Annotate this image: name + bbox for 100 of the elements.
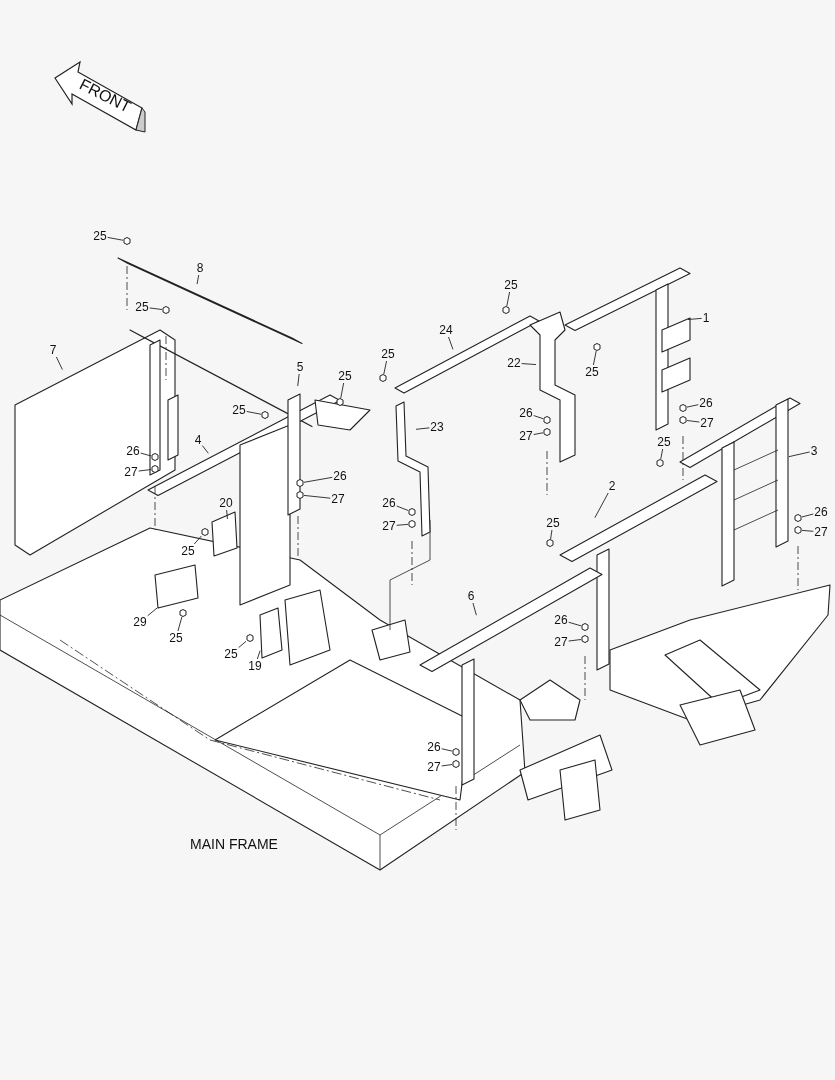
leader-line: [506, 291, 511, 307]
leader-line: [297, 373, 300, 387]
callout-number: 25: [503, 278, 519, 292]
callout-number: 26: [518, 406, 534, 420]
callout-number: 27: [813, 525, 829, 539]
callout-number: 19: [247, 659, 263, 673]
leader-line: [201, 445, 209, 454]
bolt-icon: [546, 539, 554, 547]
callout-number: 23: [429, 420, 445, 434]
bolt-icon: [336, 398, 344, 406]
leader-line: [801, 529, 814, 532]
callout-number: 27: [426, 760, 442, 774]
leader-line: [441, 748, 453, 752]
callout-number: 25: [92, 229, 108, 243]
bolt-icon: [408, 508, 416, 516]
leader-line: [246, 411, 262, 415]
leader-line: [568, 621, 582, 627]
callout-number: 20: [218, 496, 234, 510]
leader-line: [568, 639, 582, 642]
leader-line: [383, 360, 387, 375]
bolt-icon: [593, 343, 601, 351]
callout-number: 25: [584, 365, 600, 379]
bolt-icon: [794, 526, 802, 534]
bolt-icon: [581, 635, 589, 643]
callout-number: 22: [506, 356, 522, 370]
bolt-icon: [151, 453, 159, 461]
callout-number: 27: [123, 465, 139, 479]
leader-line: [441, 764, 453, 767]
leader-line: [533, 415, 544, 420]
callout-number: 25: [180, 544, 196, 558]
leader-line: [686, 420, 700, 423]
bolt-icon: [201, 528, 209, 536]
leader-line: [472, 602, 477, 616]
bolt-icon: [656, 459, 664, 467]
callout-number: 26: [332, 469, 348, 483]
callout-number: 26: [813, 505, 829, 519]
callout-number: 24: [438, 323, 454, 337]
bolt-icon: [296, 479, 304, 487]
callout-number: 27: [381, 519, 397, 533]
leader-line: [196, 274, 200, 285]
bolt-icon: [379, 374, 387, 382]
leader-line: [340, 382, 345, 399]
callout-number: 26: [125, 444, 141, 458]
leader-line: [415, 427, 430, 430]
callout-number: 26: [426, 740, 442, 754]
leader-line: [303, 476, 333, 483]
callout-number: 25: [223, 647, 239, 661]
callout-number: 5: [295, 360, 305, 374]
callout-number: 4: [193, 433, 203, 447]
leader-line: [107, 236, 124, 241]
callout-number: 26: [553, 613, 569, 627]
callout-number: 25: [134, 300, 150, 314]
leader-line: [140, 452, 152, 457]
bolt-icon: [123, 237, 131, 245]
bolt-icon: [261, 411, 269, 419]
leader-line: [177, 616, 183, 632]
leader-line: [533, 432, 544, 435]
part-label: MAIN FRAME: [190, 837, 278, 851]
callout-number: 27: [553, 635, 569, 649]
callout-number: 8: [195, 261, 205, 275]
bolt-icon: [151, 465, 159, 473]
leader-line: [687, 317, 703, 320]
callout-number: 25: [168, 631, 184, 645]
bolt-icon: [296, 491, 304, 499]
leader-line: [256, 650, 261, 660]
callout-number: 26: [381, 496, 397, 510]
callout-number: 25: [337, 369, 353, 383]
callout-number: 7: [48, 343, 58, 357]
bolt-icon: [452, 748, 460, 756]
leader-line: [550, 529, 553, 540]
callout-number: 27: [518, 429, 534, 443]
leader-line: [660, 448, 664, 460]
bolt-icon: [679, 404, 687, 412]
leader-line: [801, 513, 814, 518]
callout-number: 27: [699, 416, 715, 430]
callout-number: 25: [380, 347, 396, 361]
callout-number: 25: [231, 403, 247, 417]
leader-line: [193, 535, 202, 545]
leader-line: [396, 523, 409, 526]
bolt-icon: [162, 306, 170, 314]
callout-number: 2: [607, 479, 617, 493]
bolt-icon: [543, 428, 551, 436]
bolt-icon: [679, 416, 687, 424]
leader-line: [788, 451, 811, 458]
leader-line: [594, 492, 609, 519]
leader-line: [592, 350, 597, 366]
leader-line: [686, 404, 699, 408]
bolt-icon: [452, 760, 460, 768]
leader-line: [521, 363, 537, 365]
callout-number: 3: [809, 444, 819, 458]
leader-line: [448, 336, 454, 350]
callout-number: 29: [132, 615, 148, 629]
leader-line: [138, 469, 152, 472]
leader-line: [147, 607, 158, 617]
callout-number: 27: [330, 492, 346, 506]
leader-line: [149, 307, 163, 310]
callout-number: 6: [466, 589, 476, 603]
bolt-icon: [246, 634, 254, 642]
leader-line: [226, 509, 228, 520]
leader-line: [396, 505, 409, 511]
